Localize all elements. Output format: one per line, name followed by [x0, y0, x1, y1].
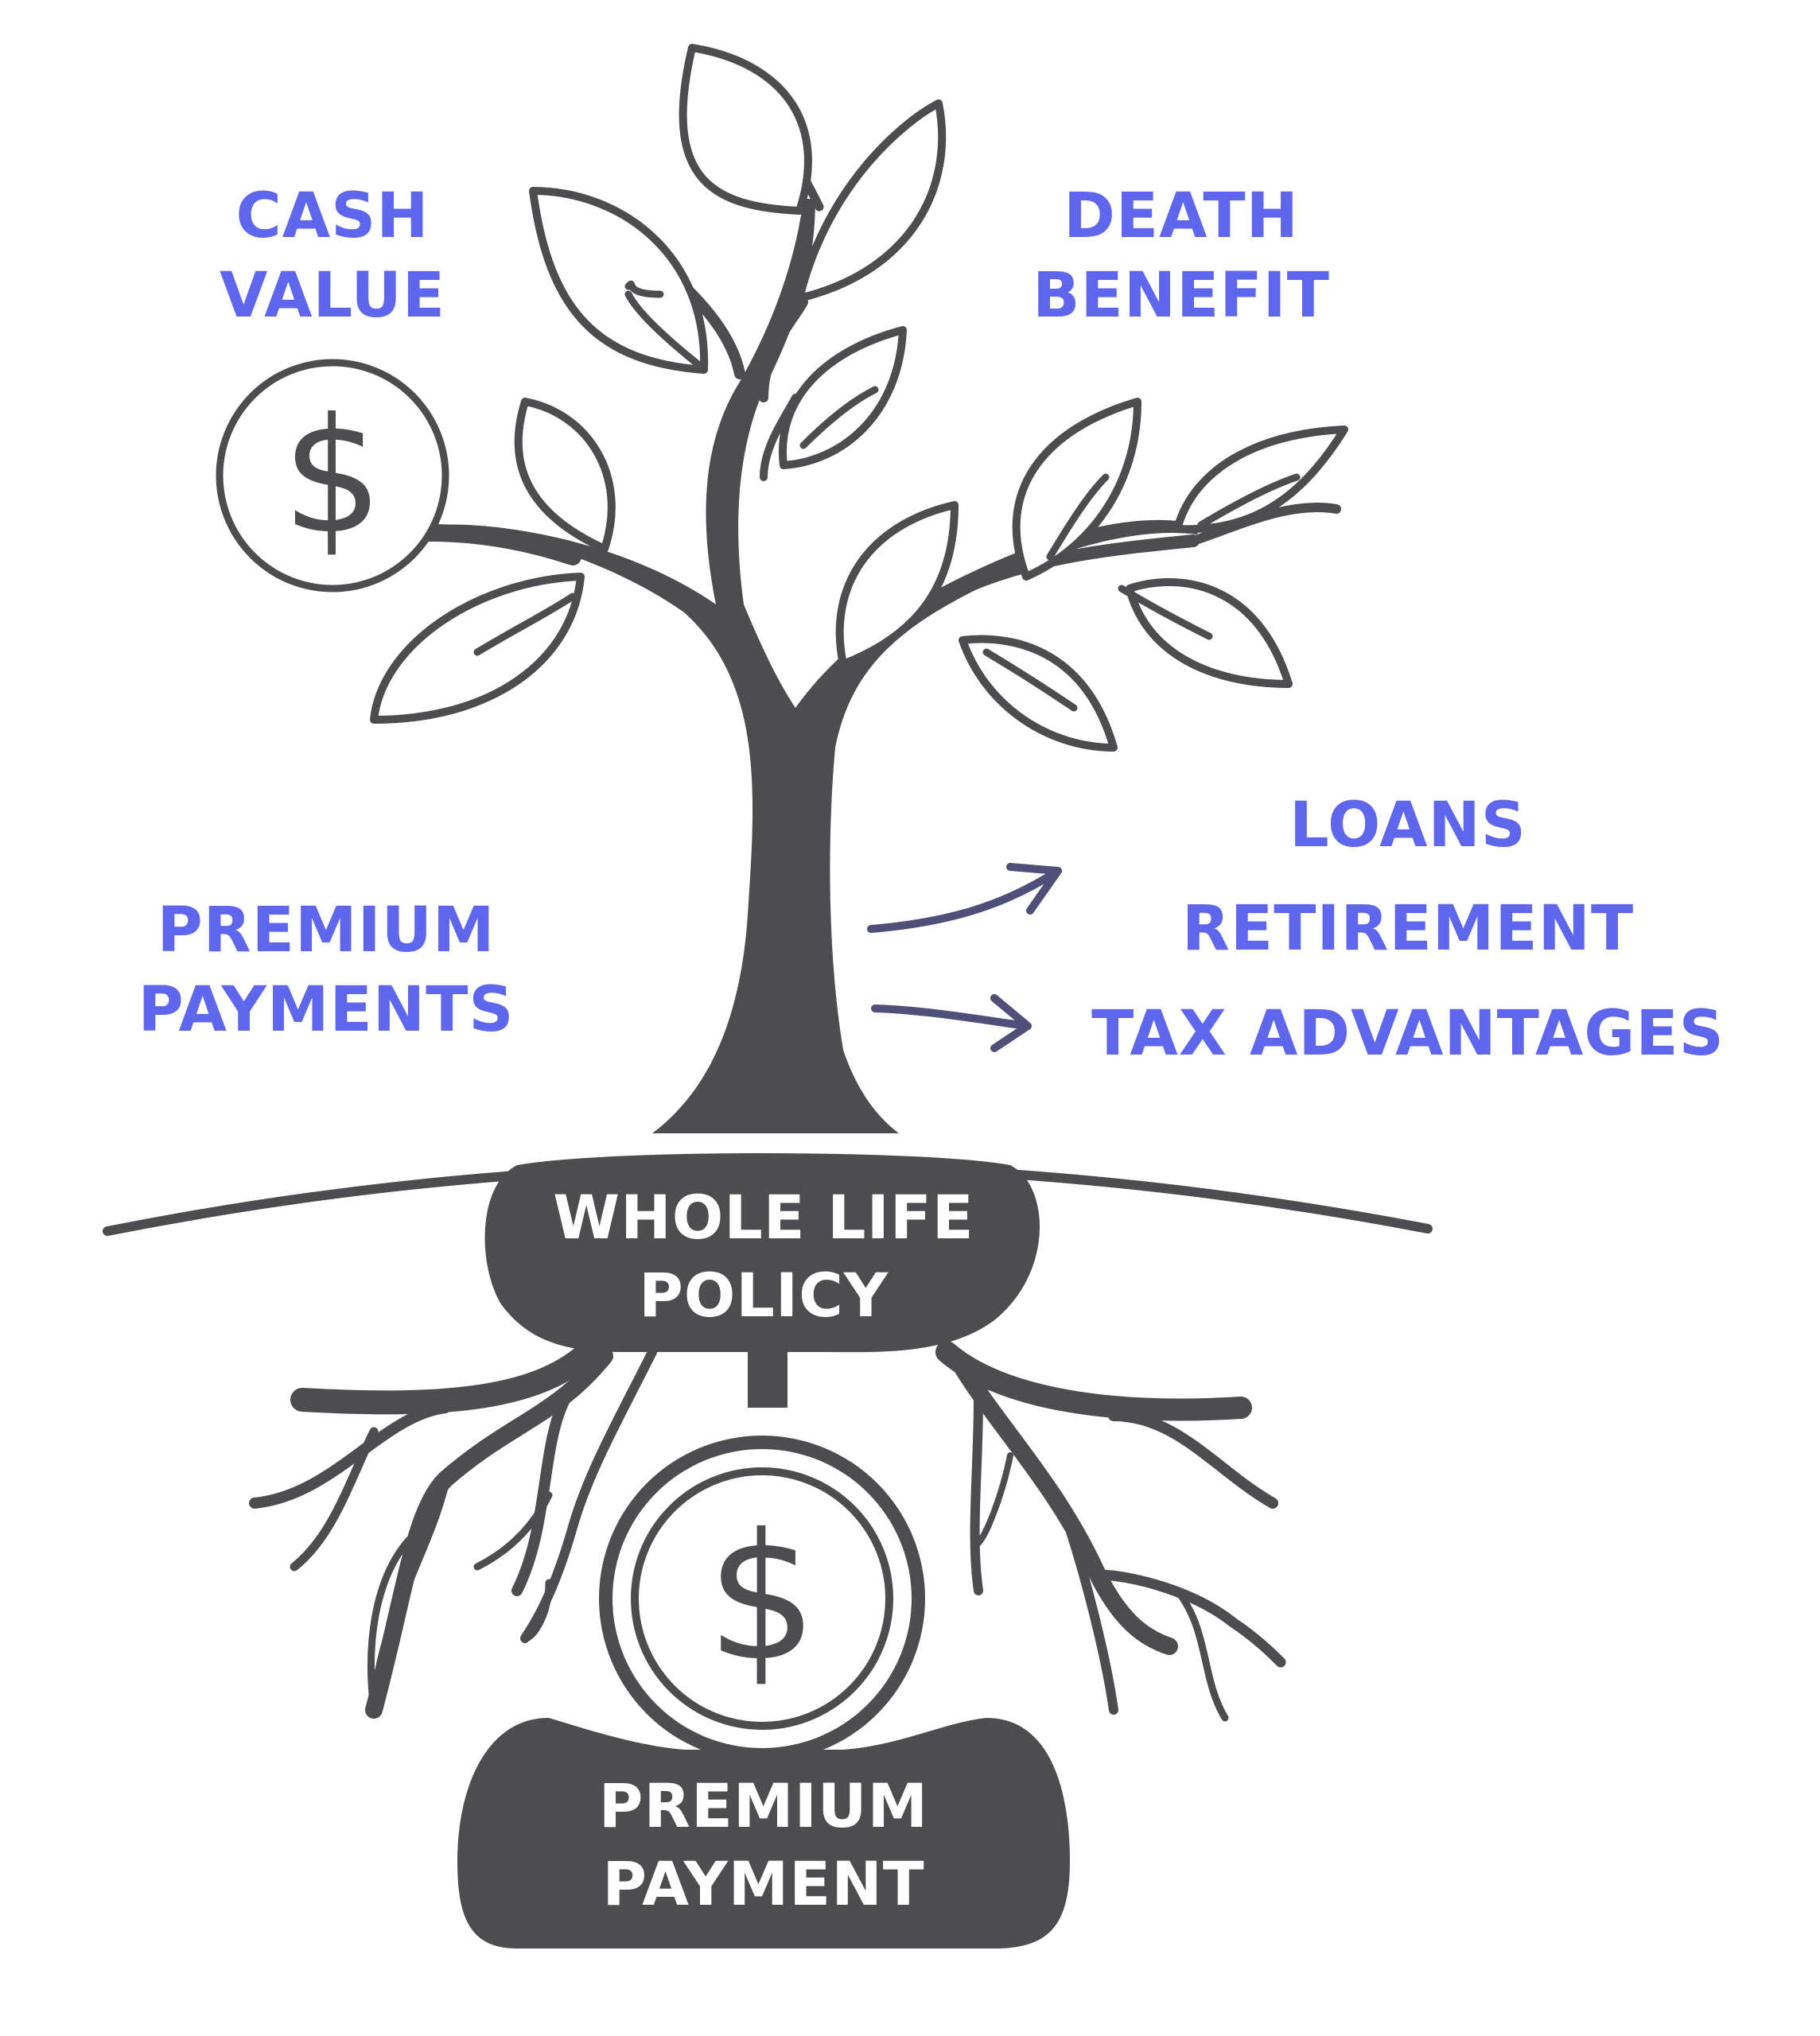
- premium-payment-line-1: PREMIUM: [598, 1770, 929, 1841]
- whole-life-policy-label: WHOLE LIFE POLICY: [525, 1179, 1002, 1335]
- premium-payments-label: PREMIUM PAYMENTS: [119, 891, 533, 1050]
- cash-value-line-1: CASH: [235, 181, 430, 252]
- tax-advantages-label: TAX ADVANTAGES: [1091, 998, 1725, 1070]
- arrow-right-icon: [871, 1004, 1030, 1030]
- arrow-head-icon: [1006, 863, 1062, 915]
- retirement-label: RETIREMENT: [1181, 893, 1635, 965]
- premium-payment-blob: [457, 1718, 1070, 1949]
- death-benefit-line-1: DEATH: [1064, 181, 1299, 252]
- arrow-right-icon: [867, 867, 1062, 933]
- policy-pod: [484, 1153, 1040, 1353]
- leaf-veins: [473, 280, 1301, 712]
- svg-text:$: $: [282, 384, 383, 569]
- premium-payments-line-1: PREMIUM: [157, 895, 496, 966]
- death-benefit-line-2: BENEFIT: [1032, 260, 1330, 332]
- premium-payment-label: PREMIUM PAYMENT: [525, 1767, 1002, 1923]
- leaves: [370, 44, 1348, 752]
- cash-value-label: CASH VALUE: [189, 177, 476, 336]
- arrow-head-icon: [990, 994, 1032, 1052]
- loans-label: LOANS: [1289, 790, 1526, 861]
- premium-payments-line-2: PAYMENTS: [138, 974, 515, 1046]
- death-benefit-label: DEATH BENEFIT: [1022, 177, 1340, 336]
- trunk: [430, 199, 1201, 1133]
- whole-life-policy-line-2: POLICY: [639, 1260, 889, 1331]
- svg-text:$: $: [706, 1496, 818, 1700]
- cash-value-coin-icon: $: [216, 359, 449, 593]
- whole-life-policy-line-1: WHOLE LIFE: [553, 1182, 974, 1253]
- cash-value-line-2: VALUE: [220, 260, 445, 332]
- arrows: [867, 863, 1062, 1052]
- premium-payment-line-2: PAYMENT: [602, 1848, 925, 1919]
- roots: [249, 1336, 1286, 1722]
- premium-payment-coin-icon: $: [599, 1436, 925, 1762]
